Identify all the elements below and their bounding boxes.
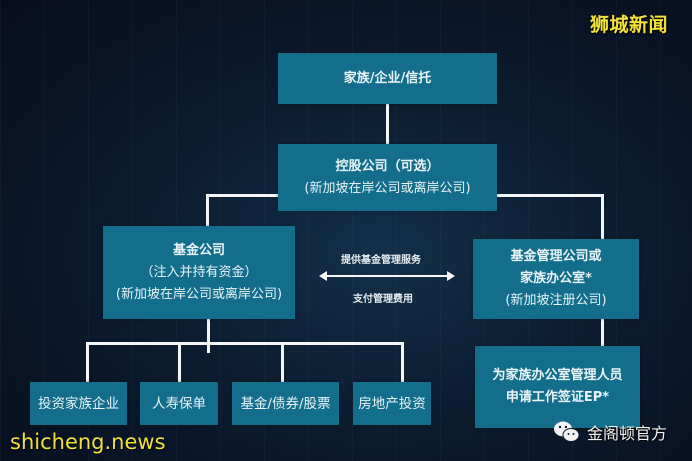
wechat-icon	[554, 421, 580, 442]
node-ep-title1: 为家族办公室管理人员	[492, 368, 623, 383]
node-manager-note: (新加坡注册公司)	[505, 293, 607, 308]
node-holding-title: 控股公司（可选）	[335, 158, 440, 174]
connector-holding-left	[206, 194, 279, 197]
connector-inv-1	[86, 342, 89, 382]
node-investment-label: 投资家族企业	[38, 395, 119, 412]
relation-top-label: 提供基金管理服务	[341, 255, 421, 266]
node-holding-note: (新加坡在岸公司或离岸公司)	[304, 180, 471, 196]
node-holding: 控股公司（可选） (新加坡在岸公司或离岸公司)	[278, 144, 497, 211]
node-investment: 人寿保单	[140, 382, 218, 425]
connector-holding-right-down	[601, 194, 604, 240]
connector-manager-ep	[601, 319, 604, 347]
node-manager-title1: 基金管理公司或	[510, 249, 602, 264]
node-investment: 投资家族企业	[30, 382, 127, 425]
node-fund-note1: （注入并持有资金）	[140, 264, 258, 280]
relation-bottom-label: 支付管理费用	[353, 294, 413, 305]
node-fund-title: 基金公司	[172, 242, 225, 258]
node-ep-title2: 申请工作签证EP*	[505, 390, 610, 405]
connector-bus	[86, 342, 404, 345]
site-watermark: shicheng.news	[10, 430, 166, 454]
connector-family-holding	[386, 104, 389, 144]
node-manager-title2: 家族办公室*	[520, 271, 592, 286]
node-investment: 基金/债券/股票	[232, 382, 339, 425]
connector-fund-down	[207, 319, 210, 353]
node-manager: 基金管理公司或 家族办公室* (新加坡注册公司)	[473, 239, 639, 319]
wechat-watermark: 金阁顿官方	[553, 420, 667, 444]
connector-inv-2	[178, 342, 181, 382]
node-family: 家族/企业/信托	[278, 53, 497, 104]
node-family-title: 家族/企业/信托	[343, 70, 432, 86]
connector-inv-3	[281, 342, 284, 382]
node-investment: 房地产投资	[353, 382, 431, 425]
node-investment-label: 房地产投资	[358, 395, 426, 412]
connector-holding-right	[496, 194, 604, 197]
connector-inv-4	[401, 342, 404, 382]
node-ep: 为家族办公室管理人员 申请工作签证EP*	[475, 346, 640, 428]
double-arrow-icon	[319, 271, 455, 281]
node-investment-label: 基金/债券/股票	[240, 395, 331, 412]
connector-holding-left-down	[206, 194, 209, 227]
node-investment-label: 人寿保单	[152, 395, 206, 412]
brand-watermark: 狮城新闻	[590, 14, 669, 36]
node-fund: 基金公司 （注入并持有资金） (新加坡在岸公司或离岸公司)	[103, 226, 295, 319]
node-fund-note2: (新加坡在岸公司或离岸公司)	[115, 286, 283, 302]
wechat-account-name: 金阁顿官方	[587, 424, 668, 443]
